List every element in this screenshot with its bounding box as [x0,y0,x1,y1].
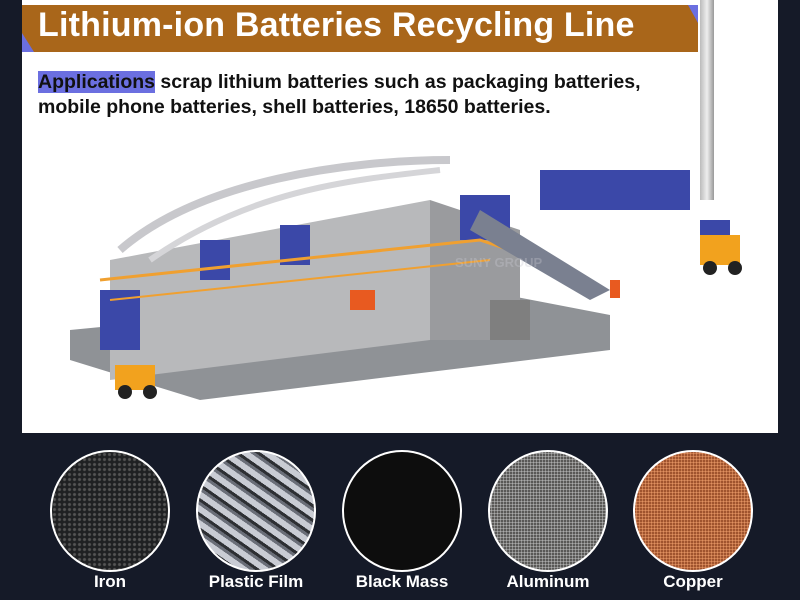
recycling-line-illustration [70,156,742,400]
title-banner [22,5,698,52]
chimney [700,0,714,200]
applications-label: Applications [38,71,156,93]
product-image-black-mass [342,450,462,572]
applications-description: scrap lithium batteries such as packagin… [38,71,641,118]
applications-text: Applications scrap lithium batteries suc… [38,70,688,120]
product-label-black-mass: Black Mass [355,572,449,591]
product-label-plastic-film: Plastic Film [208,572,304,591]
page-title: Lithium-ion Batteries Recycling Line [38,6,635,44]
watermark: SUNY GROUP [455,255,543,270]
product-label-iron: Iron [93,572,127,591]
product-label-copper: Copper [663,572,723,591]
product-image-iron [50,450,170,572]
product-image-copper [633,450,753,572]
product-label-aluminum: Aluminum [506,572,590,591]
product-image-aluminum [488,450,608,572]
product-image-plastic-film [196,450,316,572]
